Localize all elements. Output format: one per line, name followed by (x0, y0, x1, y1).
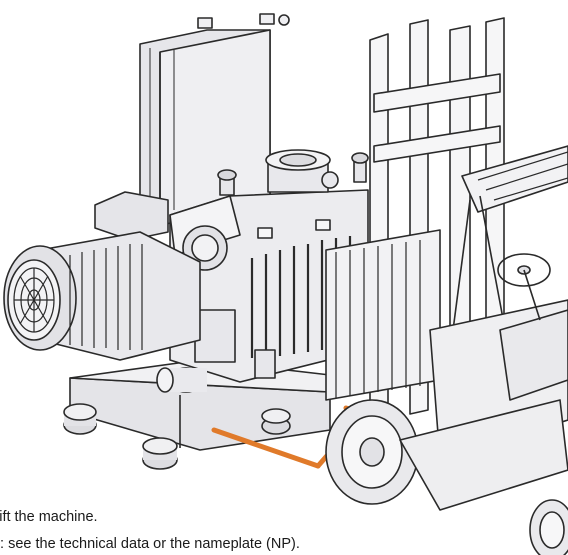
forklift (325, 17, 568, 555)
caption-line-2: t: see the technical data or the namepla… (0, 536, 300, 552)
electric-motor (3, 231, 201, 361)
caption-line-1: lift the machine. (0, 509, 98, 525)
machine-feet (63, 403, 291, 470)
pump-housing (94, 149, 369, 393)
control-cabinet (139, 13, 290, 226)
